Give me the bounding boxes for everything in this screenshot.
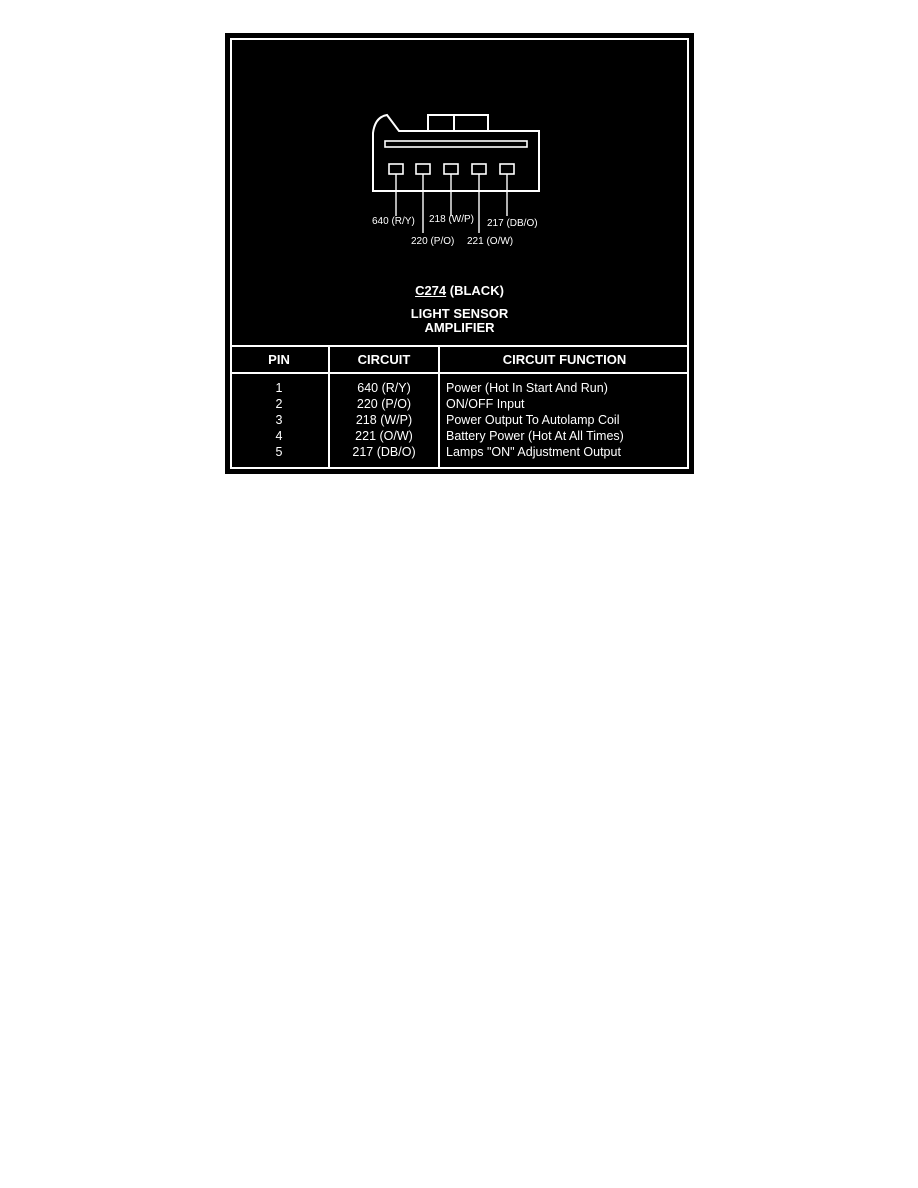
component-name-line2: AMPLIFIER	[424, 320, 495, 335]
connector-face-drawing	[372, 113, 540, 233]
header-function: CIRCUIT FUNCTION	[502, 352, 627, 367]
pin-label-4: 221 (O/W)	[467, 236, 514, 247]
table-row: 5 217 (DB/O) Lamps "ON" Adjustment Outpu…	[230, 445, 689, 461]
pinout-table: PIN CIRCUIT CIRCUIT FUNCTION 1 640 (R/Y)…	[230, 345, 689, 469]
connector-body	[372, 113, 540, 192]
connector-lock-tab	[427, 114, 489, 132]
pin-terminal-2	[415, 163, 431, 175]
row-circuit: 217 (DB/O)	[352, 445, 416, 459]
pin-terminal-3	[443, 163, 459, 175]
table-row: 3 218 (W/P) Power Output To Autolamp Coi…	[230, 413, 689, 429]
pin-label-2: 220 (P/O)	[411, 236, 455, 247]
component-name-line1: LIGHT SENSOR	[410, 306, 509, 321]
header-pin: PIN	[268, 352, 290, 367]
table-row: 2 220 (P/O) ON/OFF Input	[230, 397, 689, 413]
table-header: PIN CIRCUIT CIRCUIT FUNCTION	[230, 347, 689, 374]
row-function: Lamps "ON" Adjustment Output	[446, 445, 621, 459]
column-divider-1	[328, 347, 330, 469]
table-row: 4 221 (O/W) Battery Power (Hot At All Ti…	[230, 429, 689, 445]
row-pin: 1	[275, 381, 283, 395]
panel-frame	[230, 38, 689, 469]
row-function: Battery Power (Hot At All Times)	[446, 429, 624, 443]
connector-color: (BLACK)	[449, 283, 504, 298]
row-pin: 4	[275, 429, 283, 443]
pin-label-1: 640 (R/Y)	[372, 216, 415, 227]
row-pin: 2	[275, 397, 283, 411]
pin-label-3: 218 (W/P)	[429, 214, 475, 225]
pin-leaders	[395, 174, 508, 233]
row-function: ON/OFF Input	[446, 397, 525, 411]
header-circuit: CIRCUIT	[357, 352, 411, 367]
row-circuit: 640 (R/Y)	[357, 381, 411, 395]
connector-panel: 640 (R/Y) 218 (W/P) 217 (DB/O) 220 (P/O)…	[225, 33, 694, 474]
row-pin: 3	[275, 413, 283, 427]
row-circuit: 220 (P/O)	[356, 397, 412, 411]
pin-terminal-1	[388, 163, 404, 175]
connector-id: C274	[415, 283, 447, 298]
row-function: Power (Hot In Start And Run)	[446, 381, 608, 395]
pin-label-5: 217 (DB/O)	[487, 218, 538, 229]
connector-key-slot	[384, 140, 528, 148]
row-circuit: 221 (O/W)	[355, 429, 413, 443]
pin-terminal-4	[471, 163, 487, 175]
connector-diagram: 640 (R/Y) 218 (W/P) 217 (DB/O) 220 (P/O)…	[225, 33, 694, 345]
connector-title: C274 (BLACK)	[225, 283, 694, 298]
table-row: 1 640 (R/Y) Power (Hot In Start And Run)	[230, 381, 689, 397]
row-function: Power Output To Autolamp Coil	[446, 413, 620, 427]
row-pin: 5	[275, 445, 283, 459]
column-divider-2	[438, 347, 440, 469]
row-circuit: 218 (W/P)	[355, 413, 413, 427]
pin-terminals	[388, 163, 515, 175]
pin-terminal-5	[499, 163, 515, 175]
